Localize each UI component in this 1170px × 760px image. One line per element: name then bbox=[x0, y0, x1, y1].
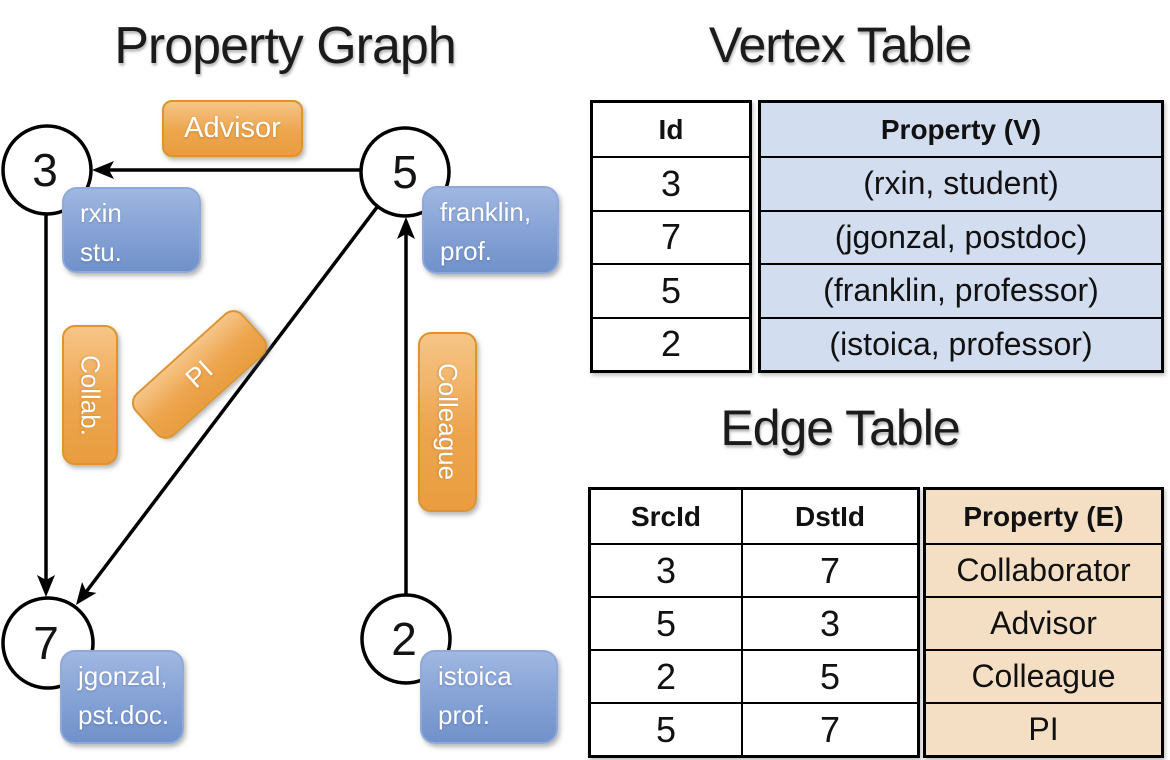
vertex-label-istoica: istoica prof. bbox=[420, 650, 558, 744]
vertex-label-franklin-line1: franklin, bbox=[440, 197, 532, 227]
vertex-table-cell-property: (rxin, student) bbox=[761, 156, 1161, 210]
vertex-label-istoica-line2: prof. bbox=[438, 700, 491, 730]
graph-edges bbox=[44, 168, 408, 602]
edge-table-id-columns: SrcId DstId 3 7 5 3 2 5 5 7 bbox=[588, 487, 920, 758]
edge-table-id-row: 3 7 bbox=[591, 543, 917, 596]
edge-table-header-dstid: DstId bbox=[741, 490, 917, 543]
vertex-label-franklin: franklin, prof. bbox=[422, 186, 559, 274]
edge-table-cell-srcid: 3 bbox=[655, 549, 677, 591]
edge-table-cell-srcid: 5 bbox=[655, 602, 677, 644]
vertex-label-rxin-line1: rxin bbox=[80, 198, 122, 228]
edge-table-title: Edge Table bbox=[720, 400, 960, 456]
node-5-id: 5 bbox=[392, 146, 418, 198]
vertex-label-franklin-line2: prof. bbox=[440, 236, 493, 266]
edge-table-cell-property: Advisor bbox=[926, 596, 1161, 649]
vertex-table-id-column: Id 3 7 5 2 bbox=[590, 100, 752, 373]
edge-table-id-row: 5 3 bbox=[591, 596, 917, 649]
vertex-label-jgonzal: jgonzal, pst.doc. bbox=[60, 650, 184, 744]
edge-label-pi-text: PI bbox=[179, 354, 219, 394]
edge-table-cell-dstid: 7 bbox=[741, 704, 917, 755]
vertex-table-cell-id: 2 bbox=[593, 316, 749, 371]
edge-label-colleague-text: Colleague bbox=[433, 363, 463, 481]
edge-table-cell-srcid: 5 bbox=[655, 708, 677, 750]
node-7-id: 7 bbox=[33, 617, 59, 669]
edge-table-id-row: 2 5 bbox=[591, 649, 917, 702]
node-ids: 3 5 7 2 bbox=[32, 144, 418, 669]
arrowhead-into-3 bbox=[92, 161, 114, 179]
node-2-id: 2 bbox=[391, 613, 417, 665]
arrowheads bbox=[37, 161, 415, 605]
vertex-table-cell-property: (istoica, professor) bbox=[761, 316, 1161, 370]
edge-table-cell-dstid: 7 bbox=[741, 545, 917, 596]
vertex-label-jgonzal-line2: pst.doc. bbox=[78, 700, 170, 730]
vertex-table-header-id: Id bbox=[658, 113, 684, 145]
property-graph-title: Property Graph bbox=[114, 17, 457, 75]
vertex-table-cell-property: (franklin, professor) bbox=[761, 263, 1161, 317]
vertex-table-title: Vertex Table bbox=[708, 17, 972, 73]
arrowhead-into-7-diagonal bbox=[76, 582, 97, 605]
edge-label-collab-text: Collab. bbox=[75, 354, 106, 436]
vertex-table-header-property: Property (V) bbox=[761, 103, 1161, 156]
edge-table-header-srcid: SrcId bbox=[630, 500, 702, 532]
vertex-table-cell-id: 7 bbox=[593, 209, 749, 264]
vertex-label-jgonzal-line1: jgonzal, bbox=[78, 661, 168, 691]
edge-table-header-row: SrcId DstId bbox=[591, 490, 917, 543]
edge-table-header-property: Property (E) bbox=[926, 490, 1161, 543]
vertex-table-cell-property: (jgonzal, postdoc) bbox=[761, 209, 1161, 263]
edge-table-cell-dstid: 5 bbox=[741, 651, 917, 702]
node-3-id: 3 bbox=[32, 144, 58, 196]
vertex-table-cell-id: 3 bbox=[593, 156, 749, 210]
edge-table-id-row: 5 7 bbox=[591, 702, 917, 755]
vertex-table-property-column: Property (V) (rxin, student) (jgonzal, p… bbox=[758, 100, 1164, 373]
edge-label-collab: Collab. bbox=[62, 325, 118, 465]
edge-table-cell-property: Collaborator bbox=[926, 543, 1161, 596]
edge-table-cell-dstid: 3 bbox=[741, 598, 917, 649]
edge-label-colleague: Colleague bbox=[418, 332, 477, 512]
edge-table-cell-srcid: 2 bbox=[655, 655, 677, 697]
edge-table-cell-property: Colleague bbox=[926, 649, 1161, 702]
vertex-label-istoica-line1: istoica bbox=[438, 661, 512, 691]
edge-label-advisor-text: Advisor bbox=[184, 112, 281, 144]
vertex-label-rxin-line2: stu. bbox=[80, 237, 122, 267]
edge-label-advisor: Advisor bbox=[162, 100, 303, 157]
vertex-label-rxin: rxin stu. bbox=[62, 187, 201, 273]
arrowhead-into-7-vertical bbox=[37, 575, 55, 597]
edge-table-cell-property: PI bbox=[926, 702, 1161, 755]
edge-pi-5-to-7 bbox=[78, 188, 392, 602]
edge-table-property-column: Property (E) Collaborator Advisor Collea… bbox=[923, 487, 1164, 758]
arrowhead-into-5 bbox=[397, 217, 415, 239]
vertex-table-cell-id: 5 bbox=[593, 263, 749, 317]
